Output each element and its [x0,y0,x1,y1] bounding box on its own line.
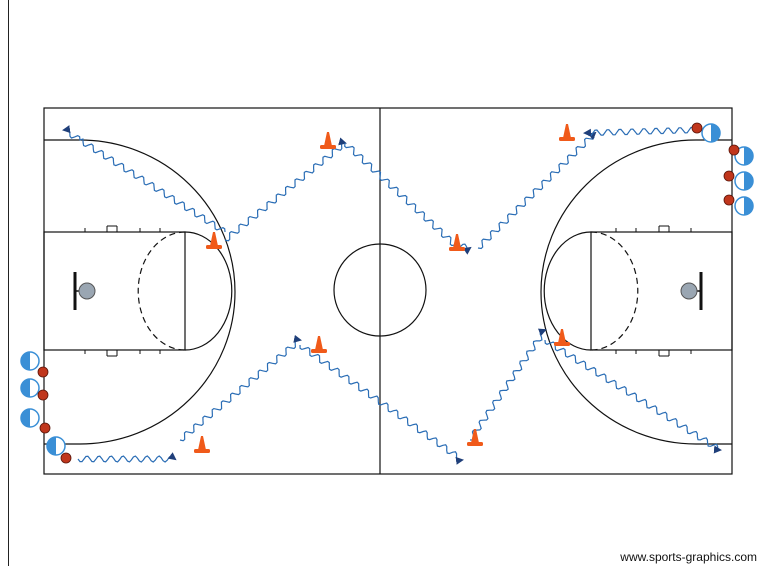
right-basket-hoop-icon [680,272,703,310]
right-free-throw-circle-dashed [590,231,639,351]
player-icon [734,171,754,191]
dribble-path-bottom-left-to-cone [179,334,302,442]
dribble-path-top-left-to-center [224,137,347,242]
lane-hash-marks [84,225,692,357]
basketball-icon [723,194,735,206]
left-free-throw-circle-dashed [137,231,186,351]
basketball-icon [723,170,735,182]
cones [194,124,575,453]
traffic-cone-icon [311,336,327,353]
right-three-point-line [540,139,732,445]
player-icon [734,146,754,166]
basketball-icon [39,422,51,434]
watermark-text: www.sports-graphics.com [620,550,757,564]
basketball-icon [37,389,49,401]
court-lines [43,107,733,475]
basketball-icon [37,366,49,378]
traffic-cone-icon [554,329,570,346]
player-icon [20,408,40,428]
dribble-path-top-center-to-cone [344,142,472,255]
traffic-cone-icon [320,132,336,149]
dribble-path-bottom-right-up [469,328,547,441]
dribble-path-center-to-top-right [477,131,597,250]
dribble-path-right-bottom-return [544,339,722,454]
basketball-icon [691,122,703,134]
traffic-cone-icon [449,234,465,251]
center-circle [333,243,427,337]
basketball-icon [728,144,740,156]
left-free-throw-lane [43,231,186,351]
right-free-throw-lane [590,231,733,351]
right-free-throw-circle-solid [543,231,592,351]
player-icon [734,196,754,216]
left-three-point-line [44,139,236,445]
traffic-cone-icon [559,124,575,141]
traffic-cone-icon [467,429,483,446]
page-border-line [8,0,9,566]
players [20,122,754,464]
traffic-cone-icon [206,232,222,249]
court-boundary [43,107,733,475]
left-basket-hoop-icon [73,272,96,310]
dribble-path-left-upper-return [62,125,226,233]
left-free-throw-circle-solid [184,231,233,351]
player-icon [701,123,721,143]
dribble-path-bottom-center [299,344,464,465]
dribble-path-left-bottom-start [77,452,177,463]
player-icon [20,378,40,398]
basketball-icon [60,452,72,464]
dribble-path-right-top-start [583,126,696,137]
player-icon [46,436,66,456]
dribble-paths [62,125,722,465]
traffic-cone-icon [194,436,210,453]
player-icon [20,351,40,371]
